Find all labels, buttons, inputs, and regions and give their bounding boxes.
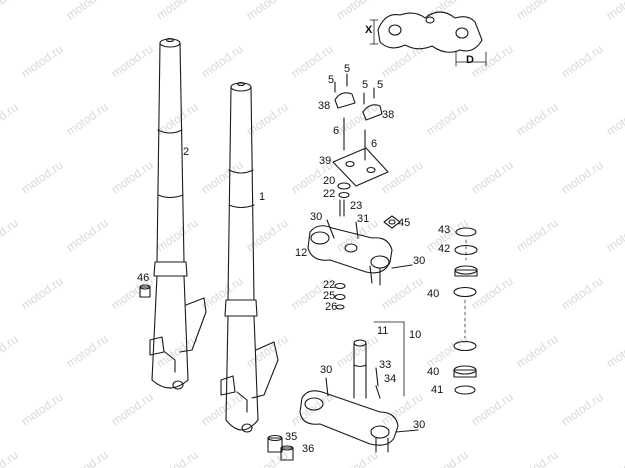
bolt-30-side — [391, 264, 413, 269]
callout-11: 11 — [377, 325, 389, 337]
steering-stem — [353, 339, 367, 399]
callout-39: 39 — [319, 155, 332, 167]
callout-5: 5 — [328, 74, 335, 86]
callout-30: 30 — [310, 211, 323, 223]
callout-5: 5 — [362, 79, 369, 91]
callout-12: 12 — [295, 247, 308, 259]
callout-6: 6 — [371, 138, 378, 150]
bolt-30-lower — [325, 377, 329, 397]
callout-38: 38 — [318, 100, 331, 112]
nut-45 — [383, 215, 401, 229]
washers-20-22 — [337, 182, 351, 217]
callout-5: 5 — [377, 79, 384, 91]
callout-23: 23 — [350, 200, 363, 212]
bolts-5 — [334, 73, 375, 105]
bolts-33-34 — [375, 367, 381, 399]
callout-30: 30 — [413, 419, 426, 431]
callout-34: 34 — [384, 373, 397, 385]
handlebar-clamp-right — [362, 104, 383, 121]
callout-20: 20 — [323, 175, 336, 187]
callout-33: 33 — [379, 359, 392, 371]
callout-22: 22 — [323, 188, 336, 200]
callout-2: 2 — [183, 146, 190, 158]
callout-43: 43 — [438, 224, 451, 236]
callout-30: 30 — [320, 364, 333, 376]
callout-5: 5 — [344, 63, 351, 75]
lower-triple-clamp — [299, 390, 399, 453]
callout-10: 10 — [409, 329, 422, 341]
callout-42: 42 — [438, 243, 451, 255]
bolt-30-lower-side — [395, 429, 419, 433]
callout-40: 40 — [427, 366, 440, 378]
callout-40: 40 — [427, 288, 440, 300]
callout-38: 38 — [382, 109, 395, 121]
callout-31: 31 — [357, 213, 370, 225]
dimension-x-label: X — [365, 24, 373, 36]
callout-36: 36 — [302, 443, 315, 455]
callout-6: 6 — [333, 125, 340, 137]
callout-35: 35 — [285, 431, 298, 443]
top-clamp-inset — [369, 11, 487, 67]
bearing-axis — [464, 239, 467, 339]
callout-45: 45 — [398, 217, 411, 229]
bearing-stack — [453, 227, 478, 395]
washers-22-25-26 — [334, 282, 346, 310]
callout-22: 22 — [323, 279, 336, 291]
callout-1: 1 — [259, 191, 266, 203]
fork-leg-right — [220, 81, 279, 433]
bolt-31 — [355, 221, 359, 239]
bolts-6 — [343, 117, 366, 161]
axle-spacer-36 — [280, 445, 294, 461]
small-cap-46 — [139, 284, 151, 298]
axle-spacer-35 — [267, 434, 283, 453]
upper-triple-clamp — [307, 225, 393, 286]
handlebar-clamp-left — [334, 92, 356, 109]
callout-46: 46 — [137, 272, 150, 284]
bolt-30-top — [326, 219, 335, 239]
callout-25: 25 — [323, 290, 336, 302]
dimension-d-label: D — [466, 54, 474, 66]
clamp-base-39 — [332, 147, 389, 187]
callout-41: 41 — [431, 384, 444, 396]
fork-leg-left — [149, 37, 207, 390]
bracket-10-11 — [373, 321, 405, 397]
callout-30: 30 — [413, 255, 426, 267]
callout-26: 26 — [325, 301, 338, 313]
